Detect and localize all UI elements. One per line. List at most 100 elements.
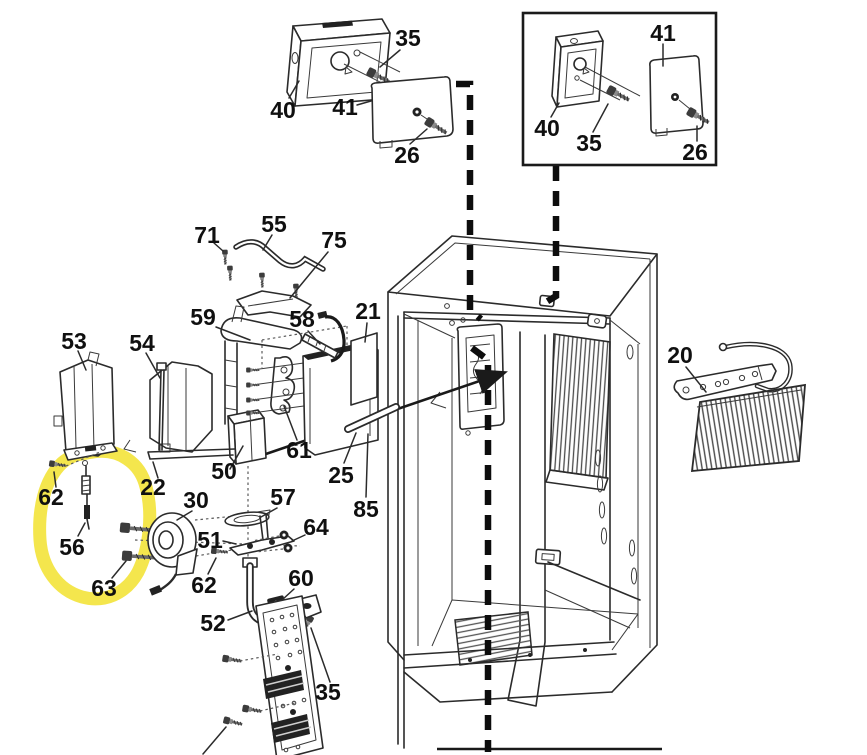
inset-part-40-box bbox=[551, 30, 641, 108]
leader-52 bbox=[227, 610, 253, 621]
condenser-fins bbox=[690, 383, 806, 472]
right-compartment-hardware bbox=[534, 294, 641, 629]
callout-58: 58 bbox=[289, 306, 315, 332]
part-64-nuts bbox=[251, 530, 293, 553]
leader-plate-screw bbox=[202, 726, 227, 755]
part-30-motor bbox=[147, 512, 198, 596]
part-56-spring bbox=[81, 460, 91, 530]
screw-71a bbox=[221, 248, 230, 266]
callout-55: 55 bbox=[261, 211, 287, 237]
leader-54 bbox=[145, 352, 161, 379]
leader-55 bbox=[262, 234, 273, 251]
callout-60: 60 bbox=[288, 565, 314, 591]
evaporator-fins bbox=[545, 333, 611, 491]
cabinet-left-pillar bbox=[397, 311, 405, 749]
cabinet-floor bbox=[403, 599, 639, 703]
callout-35-bottom: 35 bbox=[315, 679, 341, 705]
leader-75 bbox=[289, 251, 329, 299]
callout-21: 21 bbox=[355, 298, 381, 324]
left-panels-group: 53 54 22 62 56 63 bbox=[33, 328, 236, 606]
icemaker-mounting-plate bbox=[456, 317, 505, 436]
callout-61: 61 bbox=[286, 437, 312, 463]
leader-56 bbox=[77, 522, 86, 537]
callout-52: 52 bbox=[200, 610, 226, 636]
inset-detail: 41 40 35 26 bbox=[521, 11, 718, 167]
screw-55a bbox=[258, 271, 267, 289]
callout-inset-26: 26 bbox=[682, 139, 708, 165]
screw-62-left bbox=[47, 451, 101, 470]
fill-assembly: 30 51 62 57 64 60 52 35 bbox=[111, 466, 341, 755]
leader-inset-35 bbox=[592, 103, 609, 133]
callout-inset-35: 35 bbox=[576, 130, 602, 156]
leader-26 bbox=[409, 128, 428, 145]
callout-59: 59 bbox=[190, 304, 216, 330]
plate-screw-a bbox=[220, 653, 244, 667]
inset-part-41-cover bbox=[649, 55, 704, 137]
leader-30 bbox=[176, 510, 193, 521]
screw-71b bbox=[226, 264, 235, 282]
leader-60 bbox=[281, 588, 295, 601]
leader-64 bbox=[291, 534, 306, 542]
leader-41 bbox=[356, 100, 372, 106]
leader-25 bbox=[343, 432, 357, 464]
leader-20 bbox=[685, 366, 707, 393]
drain-bracket bbox=[673, 363, 777, 401]
part-55-bracket bbox=[233, 239, 326, 272]
part-40-box bbox=[286, 18, 401, 107]
part-53-panel bbox=[53, 351, 118, 461]
part-21-panel bbox=[350, 332, 378, 406]
part-57-ring bbox=[224, 511, 270, 527]
cabinet-top-rail bbox=[403, 311, 611, 325]
center-divider bbox=[507, 331, 546, 707]
plate-screw-axes bbox=[239, 653, 296, 712]
leader-22 bbox=[152, 461, 159, 479]
leader-35-bottom bbox=[310, 627, 331, 683]
part-51-bracket bbox=[229, 509, 295, 556]
callout-71: 71 bbox=[194, 222, 220, 248]
floor-grate bbox=[454, 611, 533, 666]
callout-56: 56 bbox=[59, 534, 85, 560]
top-left-assembly: 35 40 41 26 bbox=[270, 18, 454, 168]
dashed-line-left bbox=[456, 80, 484, 322]
callout-41: 41 bbox=[332, 94, 358, 120]
callout-62-center: 62 bbox=[191, 572, 217, 598]
callout-40: 40 bbox=[270, 97, 296, 123]
leader-71 bbox=[213, 242, 224, 252]
callout-35-top: 35 bbox=[395, 25, 421, 51]
part-75-blade bbox=[236, 290, 312, 318]
callout-25: 25 bbox=[328, 462, 354, 488]
part-20-assembly: 20 bbox=[667, 341, 806, 472]
leader-40 bbox=[288, 80, 300, 99]
leader-63 bbox=[111, 560, 127, 579]
callout-64: 64 bbox=[303, 514, 329, 540]
callout-inset-40: 40 bbox=[534, 115, 560, 141]
cabinet-top-face bbox=[387, 235, 658, 317]
icemaker-assembly: 71 55 75 59 58 21 50 61 25 85 bbox=[190, 211, 400, 522]
leader-inset-40 bbox=[550, 102, 560, 118]
mounting-plate bbox=[255, 594, 324, 755]
leader-61 bbox=[283, 405, 298, 441]
callout-22: 22 bbox=[140, 474, 166, 500]
callout-63: 63 bbox=[91, 575, 117, 601]
part-54-panel bbox=[149, 361, 213, 453]
callout-30: 30 bbox=[183, 487, 209, 513]
callout-62-left: 62 bbox=[38, 484, 64, 510]
callout-85: 85 bbox=[353, 496, 379, 522]
callout-75: 75 bbox=[321, 227, 347, 253]
part-85-tube bbox=[344, 403, 400, 433]
plate-screw-c bbox=[221, 714, 245, 730]
callout-53: 53 bbox=[61, 328, 87, 354]
leader-21 bbox=[364, 322, 368, 343]
tube-end bbox=[718, 342, 728, 352]
callout-26: 26 bbox=[394, 142, 420, 168]
part-41-cover bbox=[370, 76, 454, 149]
leader-62-left bbox=[53, 471, 57, 488]
leader-59 bbox=[215, 326, 251, 341]
callout-57: 57 bbox=[270, 484, 296, 510]
part-50-body bbox=[227, 409, 267, 465]
callout-50: 50 bbox=[211, 458, 237, 484]
construction-lines bbox=[261, 325, 348, 368]
refrigerator-cabinet bbox=[387, 235, 662, 751]
